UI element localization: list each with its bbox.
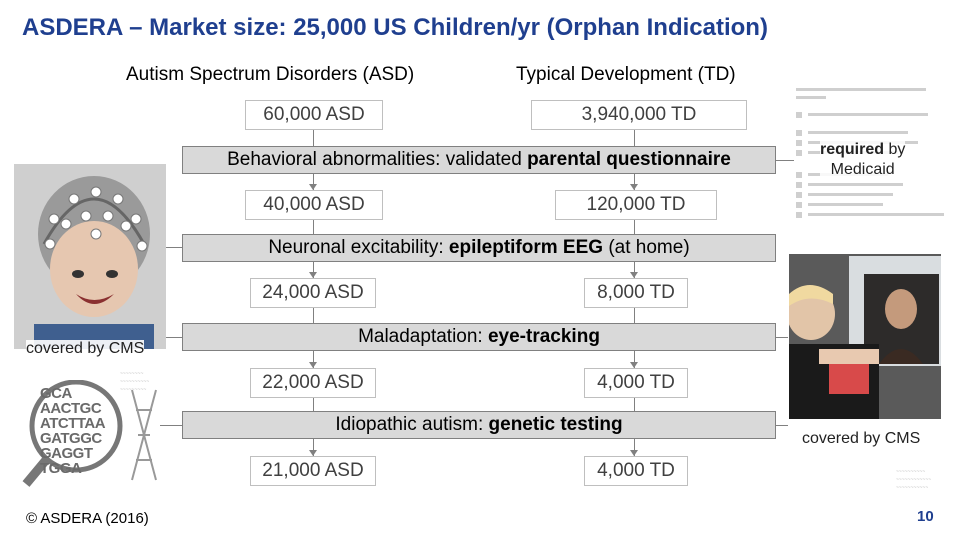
eye-tracking-photo bbox=[789, 254, 941, 419]
filter-emphasis: genetic testing bbox=[488, 414, 623, 435]
td-count-box-4: 4,000 TD bbox=[584, 368, 688, 398]
arrow-head bbox=[630, 272, 638, 278]
column-header-asd: Autism Spectrum Disorders (ASD) bbox=[126, 64, 415, 85]
connector-line bbox=[774, 337, 788, 338]
filter-text: Neuronal excitability: bbox=[268, 237, 449, 258]
connector-line bbox=[160, 425, 182, 426]
eeg-cap-graphic bbox=[14, 164, 166, 349]
connector-line bbox=[313, 398, 314, 412]
td-count-box-5: 4,000 TD bbox=[584, 456, 688, 486]
arrow-head bbox=[309, 450, 317, 456]
eye-tracking-scene-graphic bbox=[789, 254, 941, 419]
asd-count-box-5: 21,000 ASD bbox=[250, 456, 376, 486]
arrow-head bbox=[630, 184, 638, 190]
faded-stamp-text: ~~~~~~~~~~~~~~~~~~~~~~~~~~~ bbox=[120, 371, 150, 393]
connector-line bbox=[313, 172, 314, 190]
filter-bar-questionnaire: Behavioral abnormalities: validated pare… bbox=[182, 146, 776, 174]
connector-line bbox=[313, 308, 314, 324]
dna-line: AACTGC bbox=[40, 400, 102, 417]
arrow-head bbox=[630, 362, 638, 368]
td-count-box-2: 120,000 TD bbox=[555, 190, 717, 220]
dna-line: ATCTTAA bbox=[40, 415, 106, 432]
connector-line bbox=[160, 247, 182, 248]
td-count-box-1: 3,940,000 TD bbox=[531, 100, 747, 130]
page-number: 10 bbox=[917, 508, 934, 525]
slide-title: ASDERA – Market size: 25,000 US Children… bbox=[22, 14, 768, 41]
filter-text-suffix: (at home) bbox=[603, 237, 690, 258]
connector-line bbox=[634, 398, 635, 412]
medicaid-note-org: Medicaid bbox=[830, 161, 895, 178]
connector-line bbox=[634, 220, 635, 234]
connector-line bbox=[634, 308, 635, 324]
connector-line bbox=[313, 260, 314, 278]
magnifier-graphic bbox=[22, 380, 157, 487]
filter-bar-eye-tracking: Maladaptation: eye-tracking bbox=[182, 323, 776, 351]
copyright-footer: © ASDERA (2016) bbox=[26, 510, 149, 527]
connector-line bbox=[634, 438, 635, 456]
asd-count-box-1: 60,000 ASD bbox=[245, 100, 383, 130]
filter-bar-genetic: Idiopathic autism: genetic testing bbox=[182, 411, 776, 439]
connector-line bbox=[313, 438, 314, 456]
column-header-td: Typical Development (TD) bbox=[516, 64, 736, 85]
arrow-head bbox=[309, 362, 317, 368]
asd-count-box-3: 24,000 ASD bbox=[250, 278, 376, 308]
arrow-head bbox=[630, 450, 638, 456]
connector-line bbox=[634, 128, 635, 148]
cms-coverage-note-right: covered by CMS bbox=[802, 430, 921, 447]
filter-text: Idiopathic autism: bbox=[335, 414, 489, 435]
filter-bar-eeg: Neuronal excitability: epileptiform EEG … bbox=[182, 234, 776, 262]
connector-line bbox=[313, 220, 314, 234]
medicaid-note-by: by bbox=[884, 141, 906, 158]
asd-count-box-4: 22,000 ASD bbox=[250, 368, 376, 398]
dna-line: GATGGC bbox=[40, 430, 102, 447]
dna-sequence-text: GCA AACTGC ATCTTAA GATGGC GAGGT TGGA bbox=[40, 385, 106, 477]
dna-line: GCA bbox=[40, 385, 72, 402]
filter-emphasis: parental questionnaire bbox=[527, 149, 731, 170]
filter-text: Behavioral abnormalities: validated bbox=[227, 149, 528, 170]
connector-line bbox=[634, 172, 635, 190]
connector-line bbox=[634, 260, 635, 278]
arrow-head bbox=[309, 184, 317, 190]
dna-magnifier-image: GCA AACTGC ATCTTAA GATGGC GAGGT TGGA bbox=[14, 380, 166, 490]
arrow-head bbox=[309, 272, 317, 278]
filter-text: Maladaptation: bbox=[358, 326, 488, 347]
dna-line: GAGGT bbox=[40, 445, 93, 462]
asd-count-box-2: 40,000 ASD bbox=[245, 190, 383, 220]
connector-line bbox=[634, 350, 635, 368]
filter-emphasis: eye-tracking bbox=[487, 326, 600, 347]
medicaid-note-bold: required bbox=[820, 141, 885, 158]
cms-coverage-note-left: covered by CMS bbox=[26, 340, 145, 358]
faded-stamp-text: ~~~~~~~~~~~~~~~~~~~~~~~~~~~~~~~~~ bbox=[896, 469, 932, 491]
connector-line bbox=[313, 128, 314, 148]
connector-line bbox=[160, 337, 182, 338]
connector-line bbox=[313, 350, 314, 368]
connector-line bbox=[774, 425, 788, 426]
connector-line bbox=[774, 160, 794, 161]
dna-line: TGGA bbox=[40, 460, 82, 477]
filter-emphasis: epileptiform EEG bbox=[448, 237, 604, 258]
eeg-baby-photo bbox=[14, 164, 166, 349]
td-count-box-3: 8,000 TD bbox=[584, 278, 688, 308]
